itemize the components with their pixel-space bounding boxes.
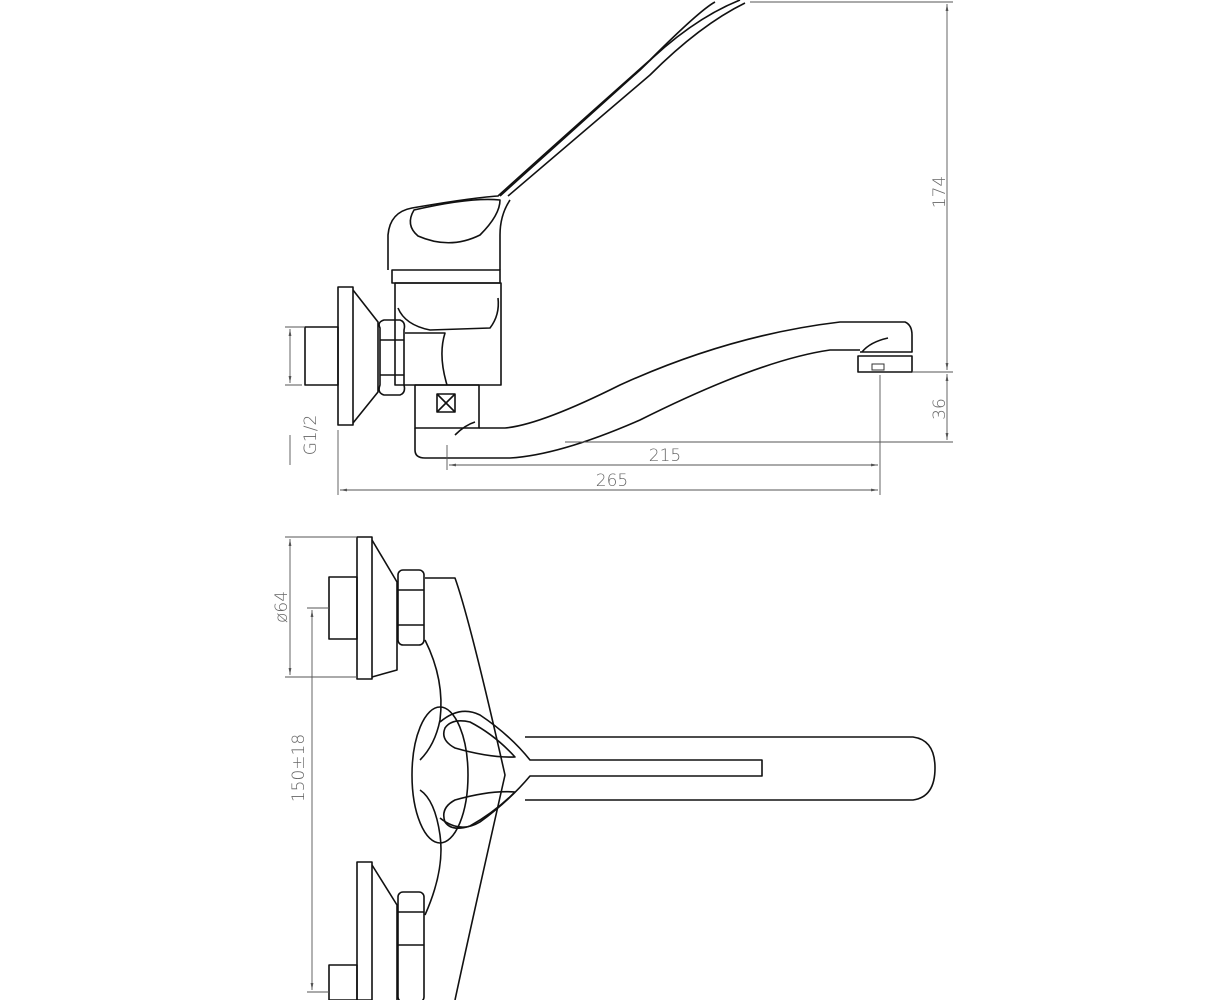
dim-outlet-height: 36 [930,398,950,420]
aerator [857,355,913,373]
spout-top [525,736,936,801]
top-view: ø64 150±18 [272,536,936,1000]
side-view: 174 36 215 265 G1/2 [285,0,953,495]
lever-handle-top [439,710,763,830]
dim-spout-reach: 215 [649,446,681,466]
dim-total-length: 265 [596,471,628,491]
wall-connector [304,286,406,426]
dimension-lines-top [285,536,357,993]
hex-key-icon [436,393,456,413]
dim-center-distance: 150±18 [289,734,309,802]
lever-handle [387,0,746,284]
mixer-body-top [411,577,506,1000]
diverter-block [414,384,480,429]
wall-connector-bottom [328,861,425,1000]
dim-height-total: 174 [930,176,950,208]
spout [414,321,913,459]
dim-thread: G1/2 [301,415,321,456]
dimension-lines [285,1,953,495]
mixer-body [394,282,502,386]
wall-connector-top [328,536,425,680]
dim-flange-diameter: ø64 [272,591,292,623]
